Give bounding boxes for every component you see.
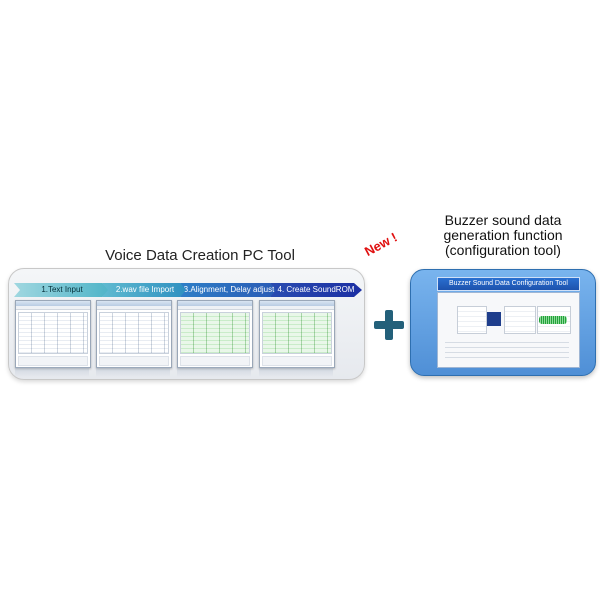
window-menubar: [178, 306, 252, 310]
window-titlebar: [97, 301, 171, 306]
step-alignment: 3.Alignment, Delay adjust: [180, 283, 278, 297]
process-steps: 1.Text Input 2.wav file Import 3.Alignme…: [14, 283, 362, 297]
config-chart-frequency: [504, 306, 536, 334]
window-titlebar: [16, 301, 90, 306]
window-table: [99, 312, 169, 354]
window-menubar: [16, 306, 90, 310]
window-titlebar: [260, 301, 334, 306]
window-titlebar: [178, 301, 252, 306]
window-table: [262, 312, 332, 354]
screenshot-wav-import: [96, 300, 172, 368]
config-settings-area: [445, 338, 569, 362]
window-table: [18, 312, 88, 354]
window-footer: [262, 356, 332, 366]
step-wav-import: 2.wav file Import: [102, 283, 188, 297]
window-footer: [180, 356, 250, 366]
window-menubar: [260, 306, 334, 310]
screenshot-create-soundrom: [259, 300, 335, 368]
step-text-input: 1.Text Input: [14, 283, 110, 297]
buzzer-tool-title: Buzzer sound data generation function (c…: [408, 213, 598, 258]
reflection: [259, 367, 333, 377]
window-footer: [18, 356, 88, 366]
buzzer-title-line-1: Buzzer sound data: [444, 212, 562, 228]
logo-icon: [487, 312, 501, 326]
reflection: [15, 367, 89, 377]
config-window-header: Buzzer Sound Data Configuration Tool: [437, 277, 580, 291]
buzzer-title-line-2: generation function: [443, 227, 563, 243]
window-menubar: [97, 306, 171, 310]
window-footer: [99, 356, 169, 366]
reflection: [96, 367, 170, 377]
window-table: [180, 312, 250, 354]
config-chart-bars: [457, 306, 487, 334]
waveform-icon: [539, 316, 567, 324]
new-badge: New !: [361, 229, 400, 259]
buzzer-title-line-3: (configuration tool): [445, 242, 561, 258]
plus-icon: [374, 310, 404, 340]
screenshot-text-input: [15, 300, 91, 368]
step-create-soundrom: 4. Create SoundROM: [270, 283, 362, 297]
reflection: [177, 367, 251, 377]
voice-tool-title: Voice Data Creation PC Tool: [105, 247, 295, 264]
screenshot-alignment: [177, 300, 253, 368]
